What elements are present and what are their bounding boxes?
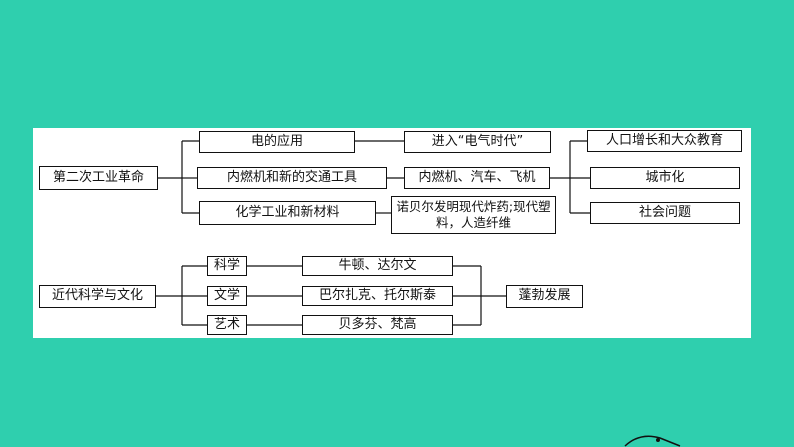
root-node-science-culture: 近代科学与文化 (39, 285, 156, 308)
people-node-newton-darwin: 牛顿、达尔文 (302, 256, 453, 276)
impact-node-urbanization: 城市化 (590, 167, 740, 189)
branch-node-literature: 文学 (207, 286, 247, 306)
decorative-doodle (624, 435, 681, 447)
branch-node-science: 科学 (207, 256, 247, 276)
result-node-engines-cars-planes: 内燃机、汽车、飞机 (404, 167, 550, 189)
people-node-beethoven-van-gogh: 贝多芬、梵高 (302, 315, 453, 335)
result-node-explosives-plastics: 诺贝尔发明现代炸药;现代塑料，人造纤维 (391, 196, 556, 234)
people-node-balzac-tolstoy: 巴尔扎克、托尔斯泰 (302, 286, 453, 306)
root-node-industrial-revolution: 第二次工业革命 (39, 166, 158, 190)
outcome-node-flourishing: 蓬勃发展 (506, 285, 583, 308)
branch-node-chemical-industry: 化学工业和新材料 (199, 201, 376, 225)
branch-node-art: 艺术 (207, 315, 247, 335)
branch-node-electricity: 电的应用 (199, 131, 355, 153)
result-node-electric-age: 进入“电气时代” (404, 131, 551, 153)
impact-node-population-education: 人口增长和大众教育 (587, 130, 742, 152)
impact-node-social-problems: 社会问题 (590, 202, 740, 224)
branch-node-combustion-engine: 内燃机和新的交通工具 (197, 167, 387, 189)
